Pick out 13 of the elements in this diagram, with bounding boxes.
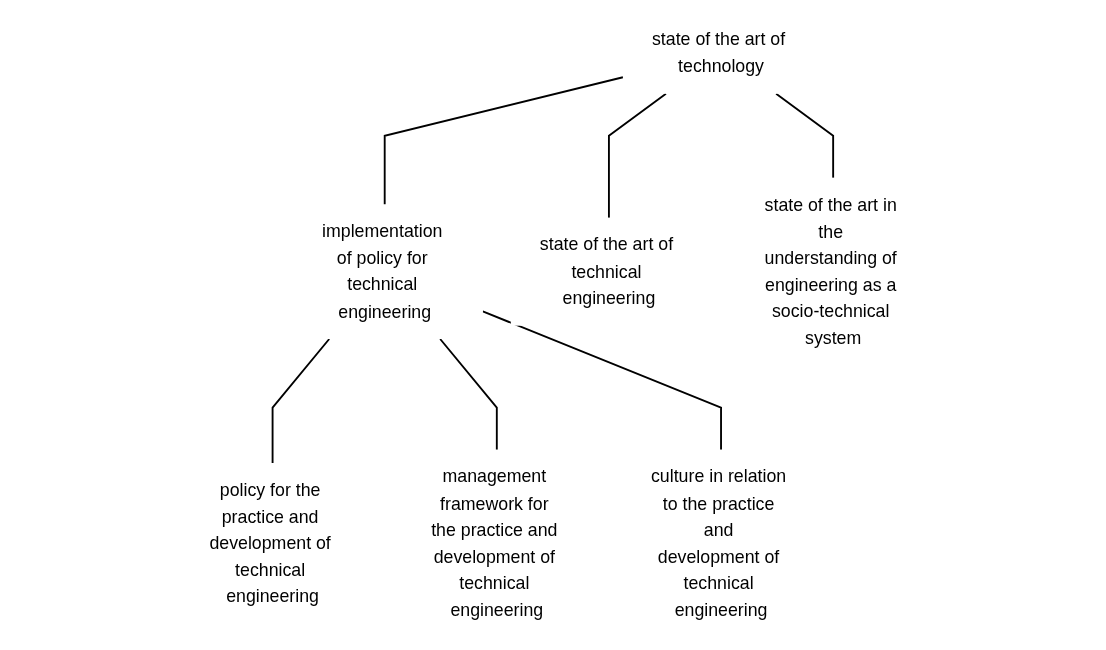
connector xyxy=(482,310,723,451)
connector xyxy=(608,92,667,219)
connector xyxy=(775,92,835,179)
node-text: implementation of policy for technical engineering xyxy=(322,221,443,321)
node-text: state of the art of technology xyxy=(652,29,786,76)
node-text: state of the art in the understanding of engineering as a socio-technical system xyxy=(764,194,897,348)
node-text: management framework for the practice and development of technical engineering xyxy=(431,466,558,620)
connector xyxy=(439,338,498,451)
node-text: state of the art of technical engineering xyxy=(539,234,674,308)
connector xyxy=(271,338,331,464)
node-text: culture in relation to the practice and development of technical engineering xyxy=(651,466,787,620)
connector xyxy=(383,76,624,206)
node-text: policy for the practice and development of technical engineering xyxy=(209,479,331,606)
